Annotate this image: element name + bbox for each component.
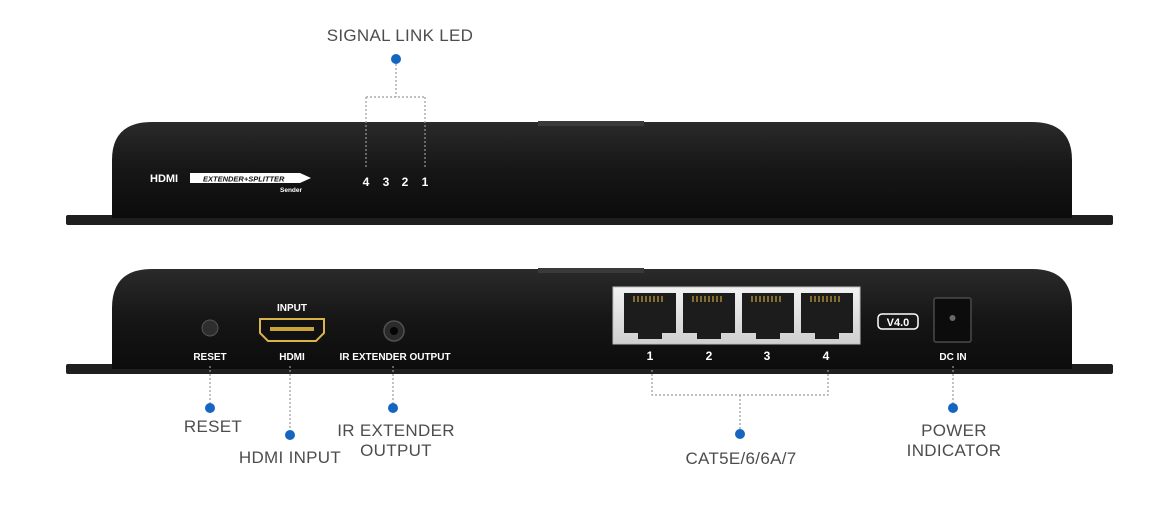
hdmi-input-callout-label: HDMI INPUT (239, 448, 341, 467)
rj45-port-1[interactable] (624, 293, 676, 339)
dc-in-device-label: DC IN (939, 352, 966, 363)
dc-in-pin (949, 315, 956, 321)
led-label-3: 3 (383, 175, 390, 189)
rear-device-ridge (538, 268, 644, 273)
rear-device: RESET INPUT HDMI IR EXTENDER OUTPUT (66, 268, 1113, 374)
hdmi-device-label: HDMI (279, 352, 305, 363)
hdmi-input-callout: HDMI INPUT (239, 366, 341, 467)
ir-output-callout-line2: OUTPUT (360, 441, 432, 460)
ir-output-callout: IR EXTENDER OUTPUT (337, 366, 455, 460)
cat-callout-label: CAT5E/6/6A/7 (685, 449, 796, 468)
hdmi-logo: HDMI (150, 173, 178, 185)
rear-device-body (112, 269, 1072, 369)
logo-arrow-shape (190, 173, 311, 183)
rj45-port-2[interactable] (683, 293, 735, 339)
version-badge-frame (877, 313, 919, 330)
signal-link-leader (365, 64, 426, 168)
power-callout-line2: INDICATOR (907, 441, 1002, 460)
reset-callout: RESET (184, 366, 242, 436)
top-device-ridge (538, 121, 644, 126)
reset-device-label: RESET (193, 352, 226, 363)
ir-extender-jack-hole (390, 327, 398, 335)
rj45-port-label-3: 3 (764, 349, 771, 363)
signal-link-led-label: SIGNAL LINK LED (327, 26, 474, 45)
power-callout-line1: POWER (921, 421, 987, 440)
rj45-port-label-4: 4 (823, 349, 830, 363)
logo-sender: Sender (280, 187, 303, 194)
cat-callout: CAT5E/6/6A/7 (651, 370, 829, 468)
led-label-4: 4 (363, 175, 370, 189)
rj45-port-4[interactable] (801, 293, 853, 339)
signal-link-callout: SIGNAL LINK LED (327, 26, 474, 168)
top-device: HDMI EXTENDER+SPLITTER Sender 4 3 2 1 (66, 121, 1113, 225)
led-label-1: 1 (422, 175, 429, 189)
power-indicator-callout: POWER INDICATOR (907, 366, 1002, 460)
version-badge: V4.0 (887, 317, 910, 329)
reset-callout-label: RESET (184, 417, 242, 436)
rj45-port-label-1: 1 (647, 349, 654, 363)
led-label-2: 2 (402, 175, 409, 189)
rj45-port-3[interactable] (742, 293, 794, 339)
reset-button[interactable] (201, 319, 219, 337)
top-device-body (112, 122, 1072, 218)
logo-subtitle: EXTENDER+SPLITTER (203, 175, 285, 184)
rj45-port-label-2: 2 (706, 349, 713, 363)
hdmi-input-device-label: INPUT (277, 303, 307, 314)
ir-output-callout-line1: IR EXTENDER (337, 421, 455, 440)
hdmi-port-pins (270, 327, 314, 331)
signal-link-dot (391, 54, 401, 64)
ir-extender-device-label: IR EXTENDER OUTPUT (339, 352, 450, 363)
rj45-contacts (633, 296, 840, 302)
